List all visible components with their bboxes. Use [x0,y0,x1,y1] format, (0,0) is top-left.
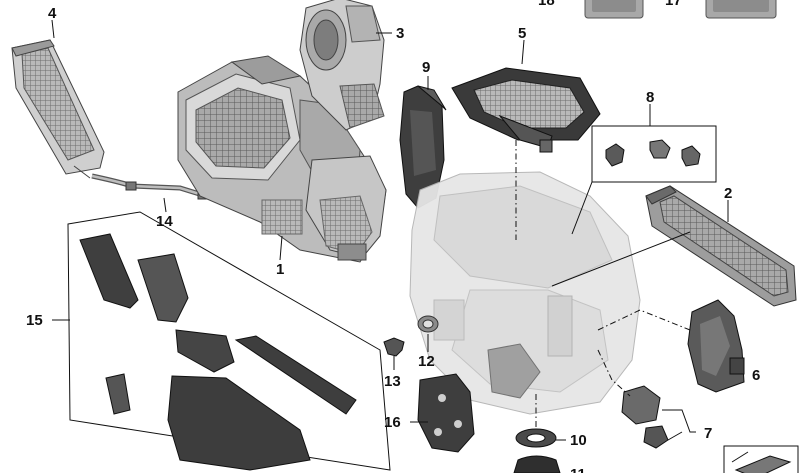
part-3-blower-housing [299,0,385,131]
part-6-side-duct [687,299,745,393]
callout-17: 17 [665,0,682,9]
part-11-cap [513,455,561,473]
callout-11: 11 [570,466,586,473]
callout-18: 18 [538,0,555,9]
callout-10: 10 [570,432,587,449]
part-12-seal [417,315,439,333]
part-10-ring [515,428,557,448]
part-8-detail-box [591,125,717,183]
part-18-box [584,0,644,19]
leader-lines [51,19,744,441]
part-15-inset [67,211,391,471]
part-2-panel [645,185,797,307]
callout-7: 7 [704,425,712,442]
callout-4: 4 [48,5,57,22]
part-16-plate [417,373,475,453]
part-4-filter-cover [11,39,105,179]
callout-8: 8 [646,89,654,106]
callout-14: 14 [156,213,173,230]
callout-6: 6 [752,367,760,384]
symbol-box [723,445,799,473]
part-17-box [705,0,777,19]
callout-2: 2 [724,185,732,202]
part-1-hvac-housing [177,55,387,263]
part-13-clip [383,337,405,357]
callout-12: 12 [418,353,435,370]
callout-15: 15 [26,312,43,329]
callout-1: 1 [276,261,284,278]
ghost-assembly [409,171,641,415]
callout-5: 5 [518,25,526,42]
part-7-actuators [621,385,669,449]
part-5-cover-frame [451,67,601,153]
callout-9: 9 [422,59,430,76]
callout-13: 13 [384,373,401,390]
callout-16: 16 [384,414,401,431]
callout-3: 3 [396,25,404,42]
callout-labels: 18 17 4 3 5 9 8 2 14 1 15 12 13 6 16 7 1… [26,0,760,473]
part-9-duct [399,85,447,209]
